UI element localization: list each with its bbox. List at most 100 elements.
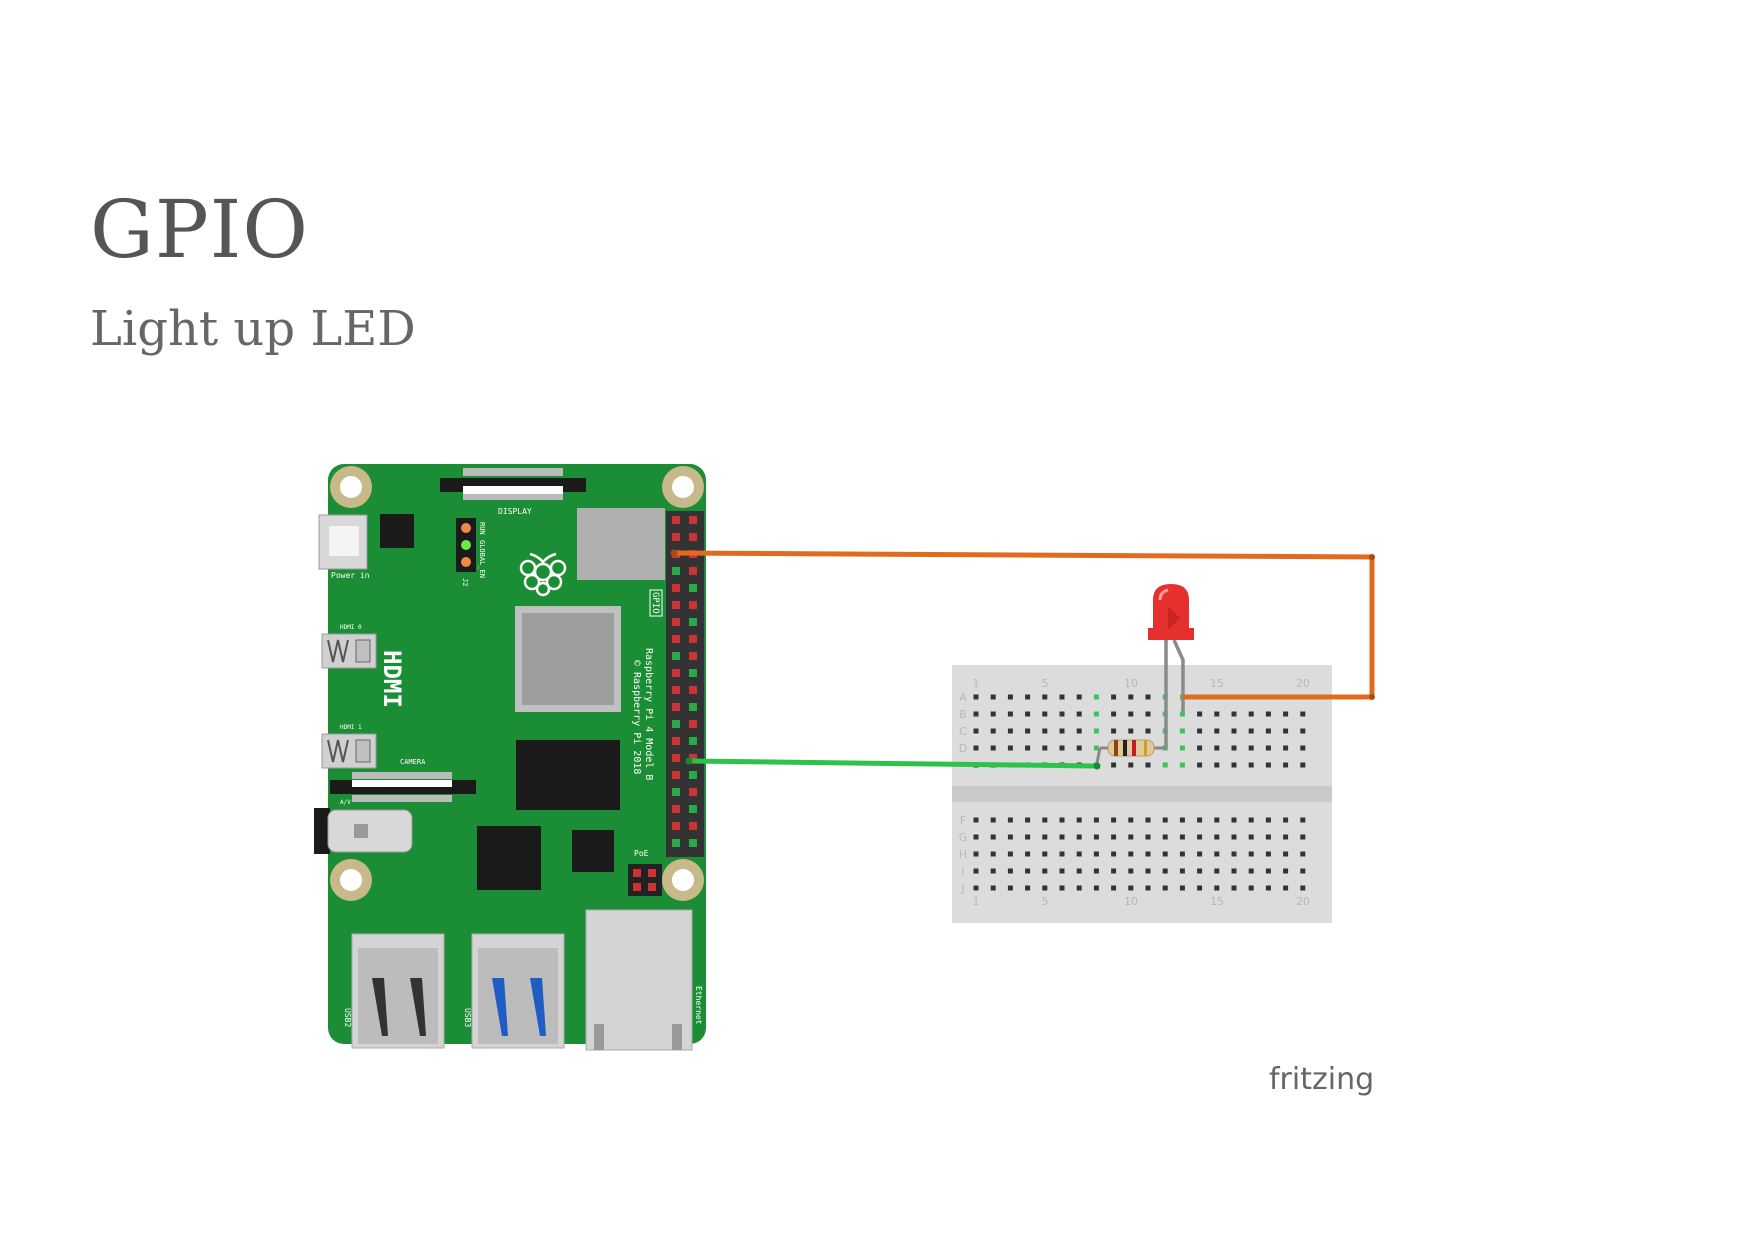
hdmi1-port	[321, 733, 377, 769]
breadboard-hole	[1128, 851, 1134, 857]
gpio-pin	[689, 618, 697, 626]
breadboard-hole	[1076, 834, 1082, 840]
breadboard-hole	[1179, 868, 1185, 874]
col-num-bottom-5: 5	[1042, 895, 1049, 908]
breadboard-hole	[1300, 745, 1306, 751]
gpio-pin	[672, 771, 680, 779]
breadboard-hole	[1248, 728, 1254, 734]
column-numbers-top: 1 5 10 15 20	[973, 677, 1311, 690]
breadboard-hole	[1214, 711, 1220, 717]
col-num-top-15: 15	[1210, 677, 1224, 690]
gpio-label-box	[649, 589, 663, 617]
gpio-pin	[689, 805, 697, 813]
breadboard-hole	[1111, 728, 1117, 734]
breadboard-hole	[1162, 762, 1168, 768]
breadboard-hole	[1231, 885, 1237, 891]
breadboard-hole	[1111, 817, 1117, 823]
gpio-pin	[689, 720, 697, 728]
breadboard-hole	[1214, 762, 1220, 768]
breadboard-hole	[1128, 834, 1134, 840]
breadboard-hole	[1231, 817, 1237, 823]
breadboard-hole	[1007, 817, 1013, 823]
breadboard-hole	[1214, 834, 1220, 840]
breadboard-hole	[1128, 728, 1134, 734]
breadboard-hole	[1300, 762, 1306, 768]
gpio-pin	[672, 516, 680, 524]
row-letter-h: H	[959, 848, 967, 861]
breadboard-hole	[1179, 834, 1185, 840]
gpio-pin	[672, 822, 680, 830]
breadboard-hole	[1197, 868, 1203, 874]
breadboard-hole	[1093, 851, 1099, 857]
usb2-label: USB2	[343, 1008, 352, 1027]
breadboard-hole	[1111, 694, 1117, 700]
breadboard-hole	[1059, 694, 1065, 700]
gpio-pin	[672, 652, 680, 660]
breadboard-hole	[1214, 745, 1220, 751]
breadboard-hole	[990, 694, 996, 700]
fritzing-logo: fritzing	[1269, 1062, 1374, 1097]
breadboard-hole	[1248, 851, 1254, 857]
display-connector	[440, 468, 586, 500]
model-line2: © Raspberry Pi 2018	[631, 660, 642, 774]
global-en-label: GLOBAL_EN	[478, 540, 486, 578]
breadboard-hole	[1076, 711, 1082, 717]
breadboard-hole	[1128, 762, 1134, 768]
breadboard-hole	[1007, 745, 1013, 751]
breadboard-hole	[1197, 711, 1203, 717]
run-label: RUN	[478, 522, 486, 535]
gpio-pin	[689, 788, 697, 796]
breadboard-hole	[1093, 868, 1099, 874]
breadboard-hole	[1111, 834, 1117, 840]
gpio-pin	[672, 720, 680, 728]
col-num-top-20: 20	[1296, 677, 1310, 690]
breadboard-hole	[1025, 745, 1031, 751]
breadboard-hole	[1283, 851, 1289, 857]
breadboard-hole	[1059, 728, 1065, 734]
row-letter-d: D	[959, 742, 967, 755]
breadboard-hole	[1265, 851, 1271, 857]
breadboard-hole	[1128, 694, 1134, 700]
breadboard-hole	[1214, 817, 1220, 823]
poe-label: PoE	[634, 849, 649, 858]
gpio-pin	[672, 533, 680, 541]
breadboard-hole	[1231, 834, 1237, 840]
av-jack	[314, 808, 413, 854]
breadboard-hole	[1076, 694, 1082, 700]
breadboard-hole	[1076, 745, 1082, 751]
breadboard-hole	[1042, 851, 1048, 857]
breadboard-hole	[1248, 834, 1254, 840]
column-numbers-bottom: 1 5 10 15 20	[973, 895, 1311, 908]
orange-wire	[673, 550, 1375, 700]
breadboard-hole	[1162, 885, 1168, 891]
model-line1: Raspberry Pi 4 Model B	[643, 648, 654, 780]
breadboard-hole	[1076, 885, 1082, 891]
breadboard-hole	[1025, 728, 1031, 734]
col-num-top-10: 10	[1124, 677, 1138, 690]
breadboard-hole	[1007, 868, 1013, 874]
green-wire-end-pi	[685, 757, 693, 765]
breadboard-hole	[1025, 851, 1031, 857]
breadboard-hole	[1076, 851, 1082, 857]
breadboard-hole	[990, 745, 996, 751]
col-num-bottom-10: 10	[1124, 895, 1138, 908]
breadboard-hole	[990, 817, 996, 823]
row-letter-f: F	[960, 814, 966, 827]
breadboard-hole	[1162, 851, 1168, 857]
breadboard-hole	[1042, 745, 1048, 751]
breadboard-hole	[1231, 762, 1237, 768]
breadboard-hole	[1162, 868, 1168, 874]
fritzing-brand: fritzing	[1269, 1062, 1374, 1097]
breadboard-hole	[1300, 711, 1306, 717]
breadboard-hole	[973, 711, 979, 717]
breadboard-hole	[1042, 868, 1048, 874]
breadboard-hole	[1145, 817, 1151, 823]
breadboard-hole	[1059, 885, 1065, 891]
breadboard-hole	[973, 728, 979, 734]
breadboard-hole	[1145, 711, 1151, 717]
gpio-label: GPIO	[650, 592, 660, 614]
row-letter-j: J	[960, 882, 964, 895]
breadboard-hole	[1145, 694, 1151, 700]
orange-wire-end-pi	[670, 549, 678, 557]
